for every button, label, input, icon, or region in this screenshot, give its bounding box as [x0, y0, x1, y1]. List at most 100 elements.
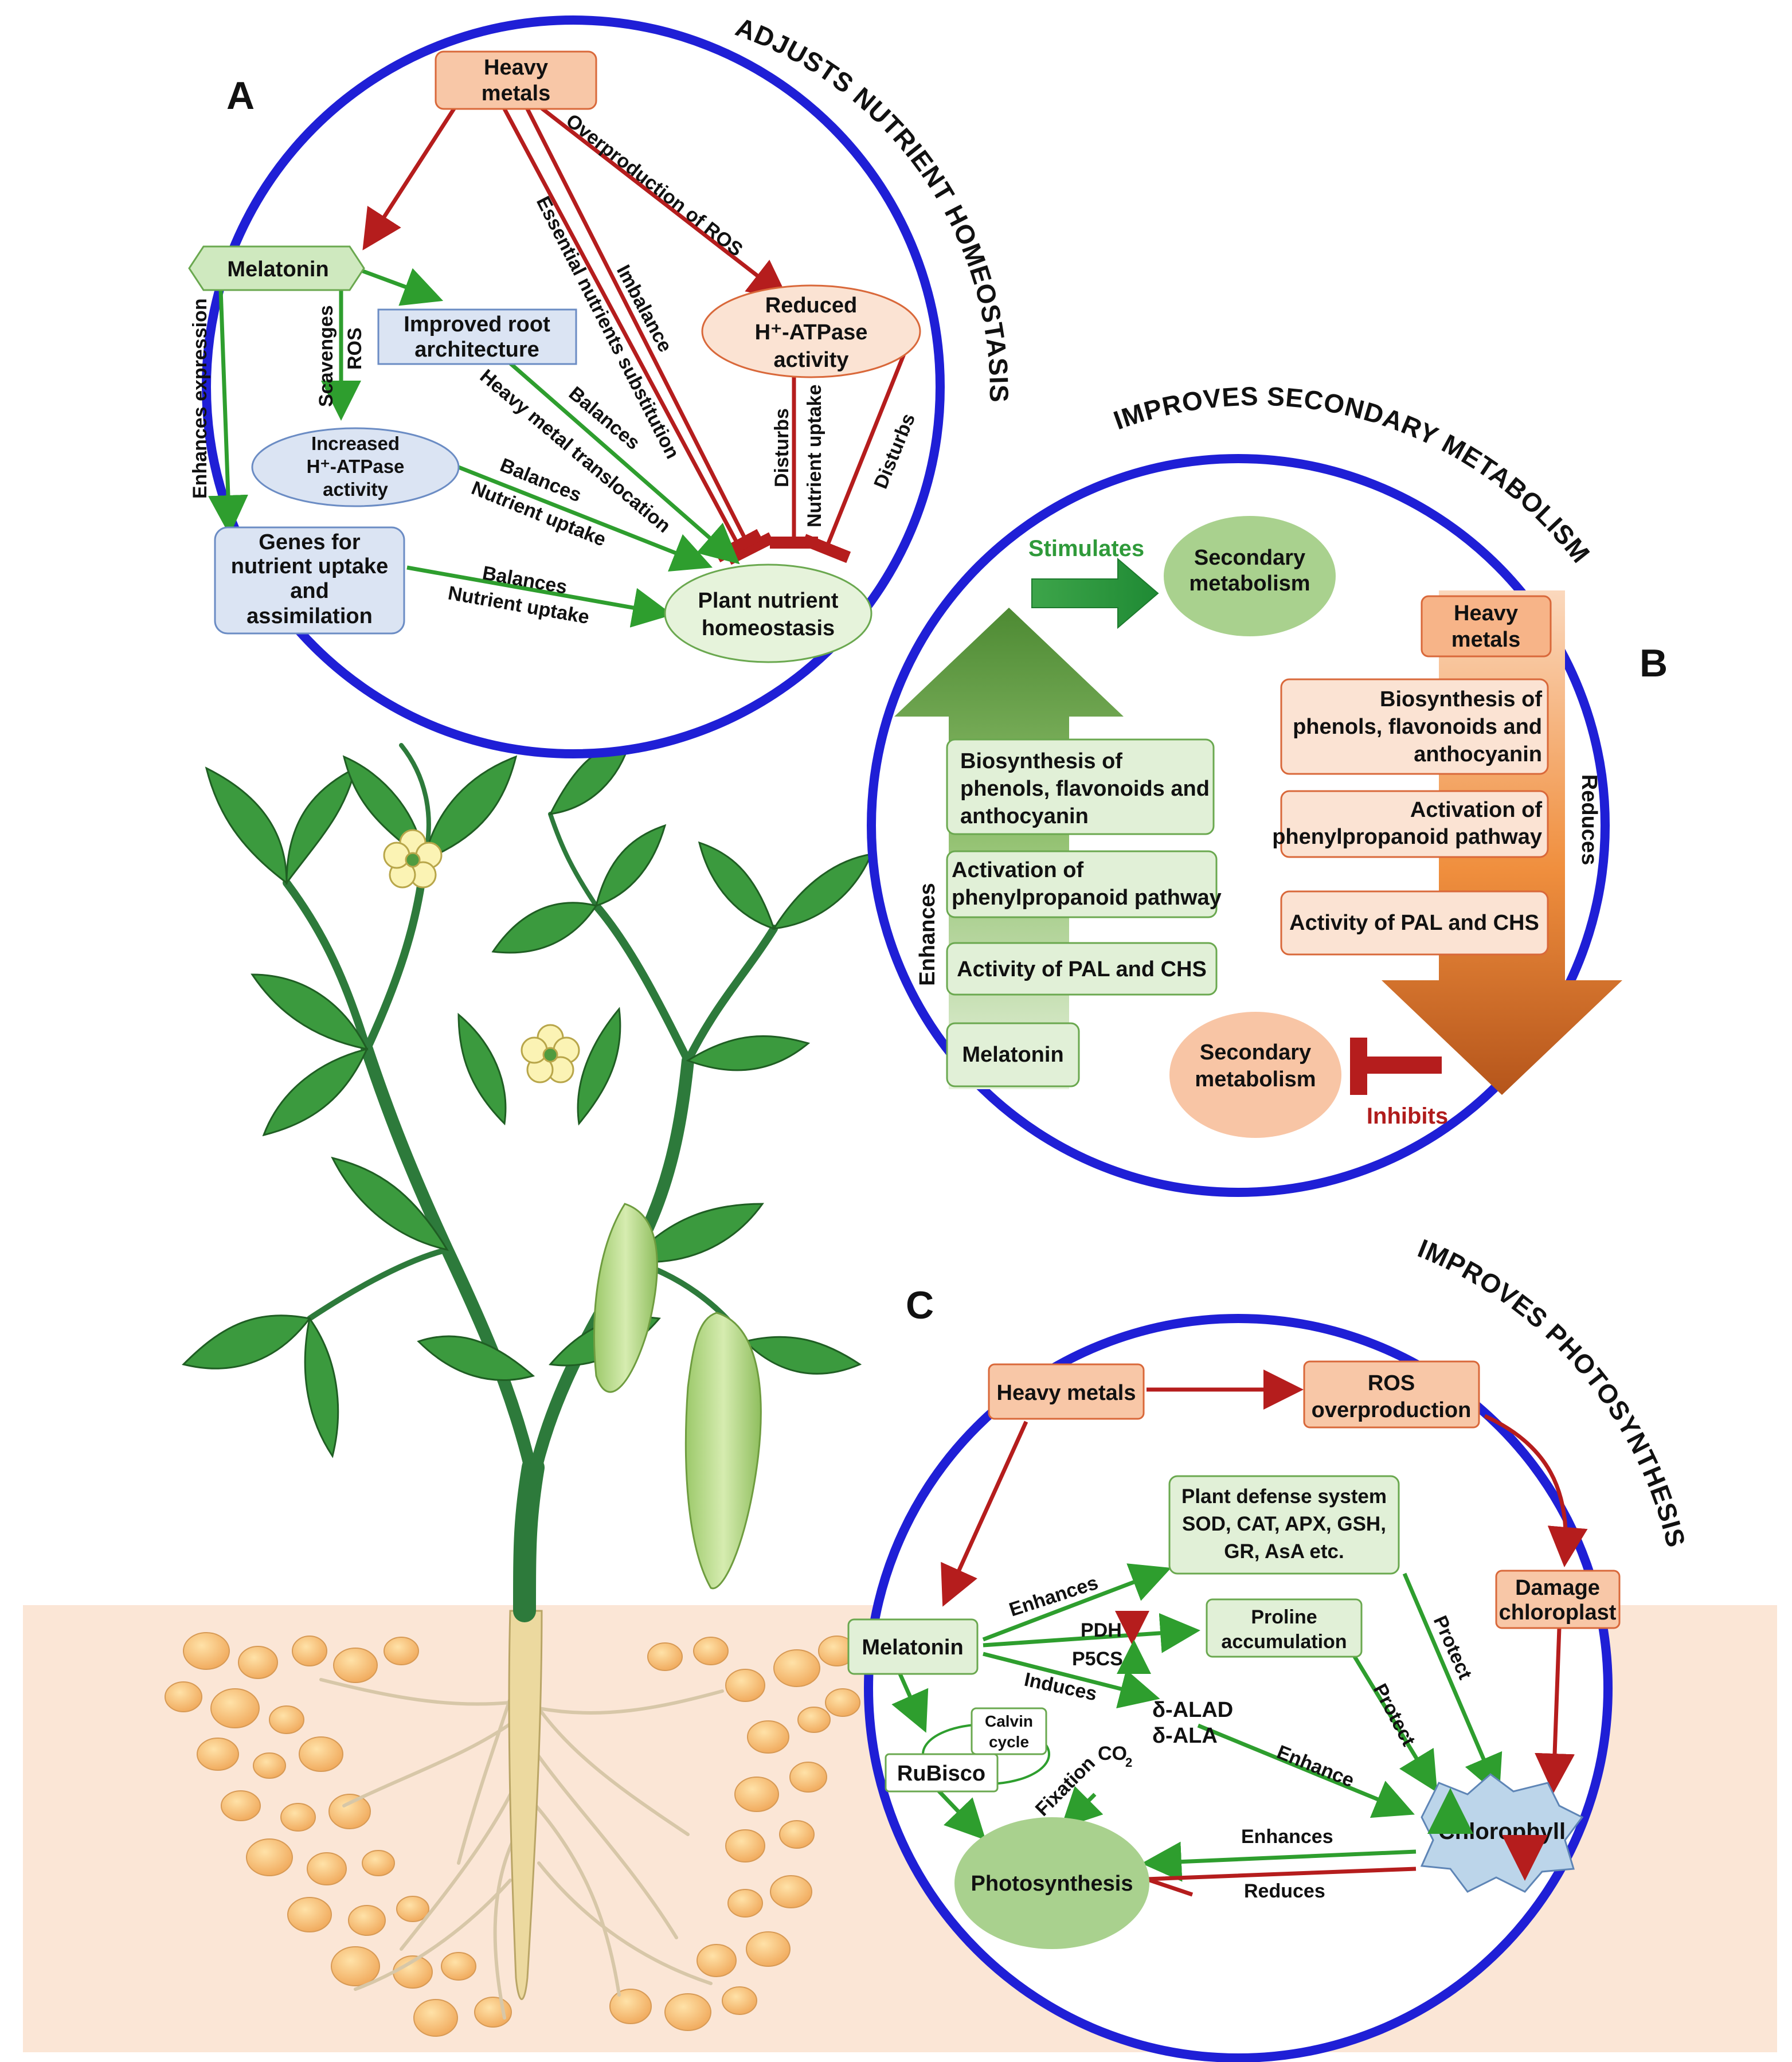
svg-text:cycle: cycle — [989, 1733, 1029, 1751]
svg-text:chloroplast: chloroplast — [1499, 1601, 1617, 1625]
svg-text:assimilation: assimilation — [247, 604, 373, 628]
svg-text:Heavy metals: Heavy metals — [997, 1381, 1136, 1405]
svg-text:Proline: Proline — [1251, 1606, 1317, 1628]
taproot — [508, 1610, 543, 2000]
inhibit-symbol — [1350, 1038, 1442, 1095]
svg-text:Melatonin: Melatonin — [227, 257, 328, 281]
svg-text:Genes for: Genes for — [259, 530, 361, 554]
svg-text:Reduced: Reduced — [765, 294, 857, 318]
lbl-scavenges: Scavenges — [315, 305, 337, 407]
melatonin-node-a: Melatonin — [188, 245, 365, 291]
svg-text:Plant defense system: Plant defense system — [1181, 1485, 1387, 1508]
lbl-pdh: PDH — [1081, 1619, 1122, 1641]
svg-text:phenols, flavonoids and: phenols, flavonoids and — [1293, 715, 1542, 739]
defense-node: Plant defense system SOD, CAT, APX, GSH,… — [1168, 1475, 1400, 1575]
photosynthesis-node: Photosynthesis — [954, 1817, 1149, 1949]
reduced-atpase-node: Reduced H⁺-ATPase activity — [701, 284, 921, 378]
svg-text:activity: activity — [323, 479, 388, 500]
svg-text:homeostasis: homeostasis — [702, 616, 835, 640]
svg-text:overproduction: overproduction — [1312, 1398, 1472, 1422]
rubisco-node: RuBisco — [885, 1753, 999, 1793]
panel-b-letter: B — [1640, 641, 1668, 685]
left-pal-box: Activity of PAL and CHS — [946, 942, 1218, 996]
lbl-disturbs-1: Disturbs — [771, 408, 793, 487]
svg-text:activity: activity — [774, 348, 849, 372]
lbl-enhances-expression: Enhances expression — [189, 298, 211, 499]
svg-text:and: and — [290, 579, 329, 603]
increased-atpase-node: Increased H⁺-ATPase activity — [251, 427, 460, 507]
svg-text:phenols, flavonoids and: phenols, flavonoids and — [960, 777, 1210, 801]
genes-node: Genes for nutrient uptake and assimilati… — [214, 526, 405, 635]
lbl-co2: CO — [1098, 1743, 1127, 1764]
lbl-nutrient-uptake-red: Nutrient uptake — [804, 385, 825, 527]
svg-text:Plant nutrient: Plant nutrient — [698, 589, 839, 613]
svg-text:phenylpropanoid pathway: phenylpropanoid pathway — [952, 886, 1222, 910]
calvin-node: Calvin cycle — [922, 1707, 1050, 1785]
reduces-label-b: Reduces — [1577, 774, 1601, 865]
svg-text:metals: metals — [482, 81, 550, 105]
svg-text:anthocyanin: anthocyanin — [1414, 742, 1542, 766]
heavy-metals-node-a: Heavy metals — [435, 50, 597, 110]
svg-text:accumulation: accumulation — [1221, 1631, 1347, 1653]
svg-text:metabolism: metabolism — [1189, 572, 1310, 596]
lbl-reduces-chl: Reduces — [1244, 1880, 1325, 1902]
svg-text:Calvin: Calvin — [985, 1712, 1033, 1730]
heavy-metals-node-c: Heavy metals — [988, 1363, 1145, 1420]
panel-b: B IMPROVES SECONDARY METABOLISM Stimulat… — [867, 381, 1668, 1197]
flowers — [383, 829, 580, 1083]
roots — [319, 1661, 724, 2020]
svg-text:Biosynthesis of: Biosynthesis of — [960, 749, 1122, 773]
svg-text:Biosynthesis of: Biosynthesis of — [1380, 687, 1542, 711]
lbl-p5cs: P5CS — [1072, 1648, 1123, 1670]
lbl-ala: δ-ALA — [1152, 1724, 1218, 1748]
ros-node: ROS overproduction — [1303, 1360, 1480, 1429]
left-act-box: Activation of phenylpropanoid pathway — [946, 850, 1222, 918]
svg-text:Melatonin: Melatonin — [962, 1043, 1063, 1067]
panel-a: A ADJUSTS NUTRIENT HOMEOSTASIS Heavy met… — [188, 11, 1014, 758]
svg-text:Activation of: Activation of — [952, 858, 1083, 882]
svg-text:Activity of PAL and CHS: Activity of PAL and CHS — [1289, 911, 1539, 935]
improved-root-node: Improved root architecture — [377, 308, 577, 365]
svg-text:metabolism: metabolism — [1195, 1067, 1316, 1091]
panel-c-circle — [864, 1314, 1613, 2062]
soil-pebbles — [165, 1632, 860, 2037]
svg-text:Secondary: Secondary — [1194, 546, 1305, 570]
proline-node: Proline accumulation — [1206, 1598, 1363, 1658]
svg-text:Increased: Increased — [311, 433, 400, 454]
svg-text:SOD, CAT, APX, GSH,: SOD, CAT, APX, GSH, — [1182, 1513, 1386, 1535]
lbl-co2-sub: 2 — [1125, 1755, 1132, 1770]
chlorophyll-node: Chlorophyll — [1420, 1773, 1584, 1893]
svg-text:anthocyanin: anthocyanin — [960, 804, 1089, 828]
stimulates-arrow — [1031, 557, 1159, 629]
peppers — [593, 1203, 762, 1590]
svg-text:Secondary: Secondary — [1200, 1040, 1311, 1065]
secondary-metabolism-top: Secondary metabolism — [1164, 516, 1336, 636]
heavy-metals-node-b: Heavy metals — [1421, 595, 1552, 658]
leaves — [182, 738, 873, 1458]
right-act-box: Activation of phenylpropanoid pathway — [1272, 790, 1549, 858]
right-pal-box: Activity of PAL and CHS — [1280, 890, 1549, 956]
right-bio-box: Biosynthesis of phenols, flavonoids and … — [1280, 678, 1549, 775]
svg-text:Photosynthesis: Photosynthesis — [971, 1872, 1133, 1896]
lbl-alad: δ-ALAD — [1152, 1698, 1233, 1722]
secondary-metabolism-bottom: Secondary metabolism — [1169, 1012, 1341, 1138]
homeostasis-node: Plant nutrient homeostasis — [664, 564, 872, 663]
stimulates-label: Stimulates — [1028, 536, 1144, 561]
melatonin-node-c: Melatonin — [847, 1618, 979, 1675]
svg-text:GR, AsA etc.: GR, AsA etc. — [1224, 1540, 1344, 1563]
svg-text:phenylpropanoid pathway: phenylpropanoid pathway — [1272, 825, 1542, 849]
svg-text:RuBisco: RuBisco — [897, 1762, 985, 1786]
svg-text:Activity of PAL and CHS: Activity of PAL and CHS — [957, 957, 1207, 981]
svg-text:architecture: architecture — [414, 338, 539, 362]
svg-text:H⁺-ATPase: H⁺-ATPase — [755, 320, 868, 345]
panel-a-letter: A — [226, 74, 255, 118]
inhibits-label: Inhibits — [1367, 1104, 1448, 1129]
svg-text:ROS: ROS — [1368, 1371, 1415, 1395]
left-bio-box: Biosynthesis of phenols, flavonoids and … — [946, 738, 1215, 835]
svg-text:Improved root: Improved root — [404, 312, 550, 337]
lbl-ros: ROS — [344, 327, 366, 370]
enhances-label-b: Enhances — [915, 883, 940, 986]
svg-text:Heavy: Heavy — [1454, 601, 1518, 625]
panel-c: C IMPROVES PHOTOSYNTHESIS Heavy me — [847, 1233, 1691, 2062]
